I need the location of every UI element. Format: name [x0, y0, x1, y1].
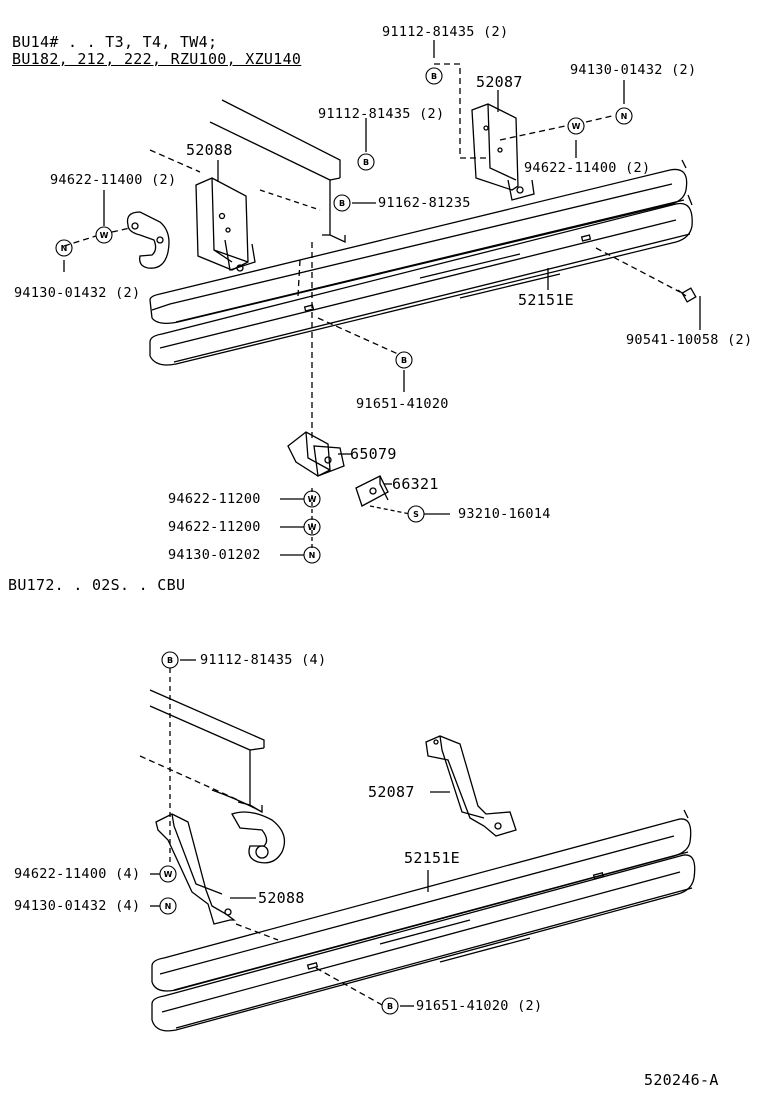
washer-symbol: W [308, 495, 317, 504]
part-label-94130-bottom[interactable]: 94130-01432 (4) [14, 898, 141, 914]
part-label-94622-11200-a[interactable]: 94622-11200 [168, 491, 261, 507]
part-label-91162[interactable]: 91162-81235 [378, 195, 471, 211]
bumper-52151E-top [149, 159, 693, 366]
part-label-91651-bottom[interactable]: 91651-41020 (2) [416, 998, 543, 1014]
hardware-symbol-letters-bottom: B W N B [164, 656, 393, 1011]
leader-lines-bottom [150, 659, 450, 1007]
part-label-91651-top[interactable]: 91651-41020 [356, 396, 449, 412]
part-label-91112-top[interactable]: 91112-81435 (2) [382, 24, 509, 40]
tow-hook-top [126, 211, 170, 269]
bracket-65079 [287, 431, 345, 477]
bolt-90541-drawing [677, 287, 697, 303]
cushion-66321 [355, 475, 389, 507]
bracket-52088-top [195, 177, 321, 272]
bolt-symbol: B [167, 656, 173, 665]
header-model-line-2: BU182, 212, 222, RZU100, XZU140 [12, 50, 302, 68]
hardware-symbol-letters-top: B W N B B W N B W W N S [61, 72, 628, 560]
part-label-66321[interactable]: 66321 [392, 475, 439, 493]
part-label-65079[interactable]: 65079 [350, 445, 397, 463]
part-label-94622-left[interactable]: 94622-11400 (2) [50, 172, 177, 188]
bolt-symbol: B [387, 1002, 393, 1011]
washer-symbol: W [308, 523, 317, 532]
dashed-leaders-top [63, 63, 681, 440]
washer-symbol: W [572, 122, 581, 131]
nut-symbol: N [61, 244, 68, 253]
hardware-symbols-bottom [159, 651, 399, 1015]
part-label-52087-top[interactable]: 52087 [476, 73, 523, 91]
washer-symbol: W [164, 870, 173, 879]
part-label-52088-top[interactable]: 52088 [186, 141, 233, 159]
part-label-94130-01202[interactable]: 94130-01202 [168, 547, 261, 563]
bracket-52087-bottom [425, 735, 517, 837]
frame-rail-bottom [139, 689, 265, 814]
part-label-93210[interactable]: 93210-16014 [458, 506, 551, 522]
bolt-symbol: B [363, 158, 369, 167]
leader-lines-top [63, 40, 701, 556]
bolt-symbol: B [401, 356, 407, 365]
tow-hook-bottom [231, 811, 286, 864]
part-label-90541[interactable]: 90541-10058 (2) [626, 332, 753, 348]
header-model-line-1: BU14# . . T3, T4, TW4; [12, 33, 218, 51]
part-label-52151E-bottom[interactable]: 52151E [404, 849, 460, 867]
hardware-symbols-top [55, 67, 633, 564]
frame-rail-top [149, 99, 346, 244]
section-title-bottom: BU172. . 02S. . CBU [8, 576, 186, 594]
nut-symbol: N [165, 902, 172, 911]
part-label-52151E-top[interactable]: 52151E [518, 291, 574, 309]
part-label-94622-right[interactable]: 94622-11400 (2) [524, 160, 651, 176]
nut-symbol: N [309, 551, 316, 560]
part-label-52088-bottom[interactable]: 52088 [258, 889, 305, 907]
screw-symbol: S [413, 510, 419, 519]
nut-symbol: N [621, 112, 628, 121]
illustration-code: 520246-A [644, 1071, 719, 1089]
bracket-52087-top [471, 103, 535, 201]
part-label-94130-left[interactable]: 94130-01432 (2) [14, 285, 141, 301]
part-label-91112-mid[interactable]: 91112-81435 (2) [318, 106, 445, 122]
washer-symbol: W [100, 231, 109, 240]
part-label-94130-right[interactable]: 94130-01432 (2) [570, 62, 697, 78]
part-label-52087-bottom[interactable]: 52087 [368, 783, 415, 801]
bolt-symbol: B [339, 199, 345, 208]
bolt-symbol: B [431, 72, 437, 81]
bumper-52151E-bottom [151, 809, 696, 1032]
part-label-94622-11200-b[interactable]: 94622-11200 [168, 519, 261, 535]
bracket-52088-bottom [155, 813, 279, 941]
part-label-91112-bottom[interactable]: 91112-81435 (4) [200, 652, 327, 668]
part-label-94622-bottom[interactable]: 94622-11400 (4) [14, 866, 141, 882]
